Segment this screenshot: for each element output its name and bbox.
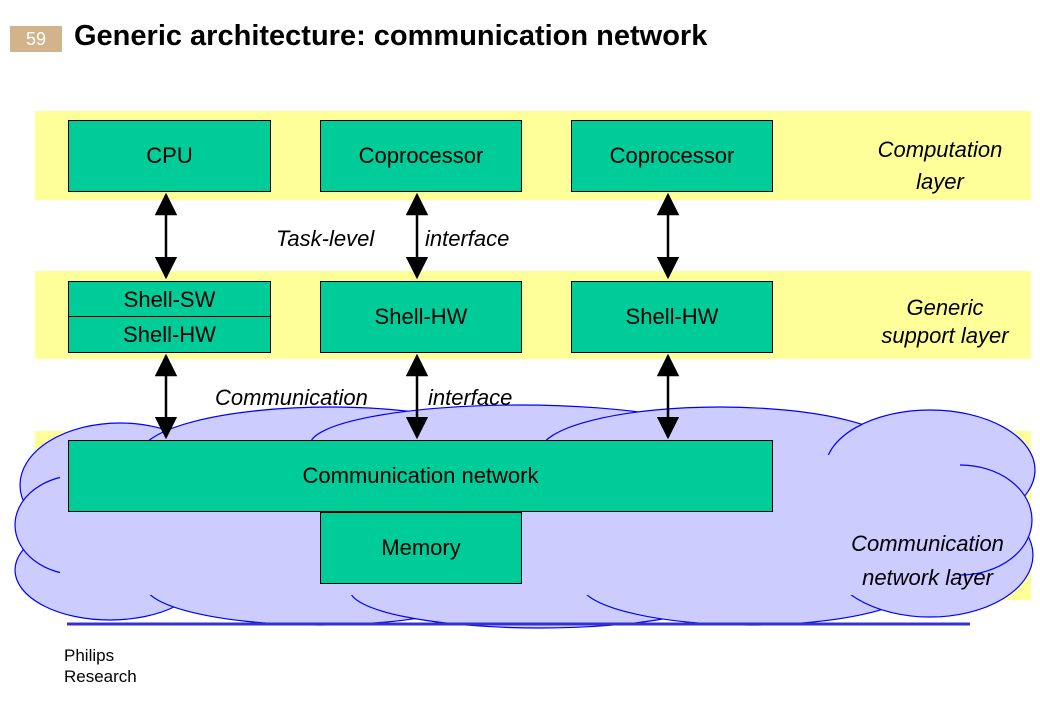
memory-box: Memory: [320, 512, 522, 584]
coprocessor-box-2: Coprocessor: [571, 120, 773, 192]
footer-line1: Philips: [64, 646, 115, 665]
task-interface-label: interface: [425, 226, 510, 251]
task-level-label: Task-level: [276, 226, 375, 251]
network-layer-label-line2: network layer: [862, 565, 993, 590]
shell-hw-box-mid: Shell-HW: [320, 281, 522, 353]
communication-network-box: Communication network: [68, 440, 773, 512]
footer-brand: Philips Research: [64, 645, 137, 687]
shell-hw-box-left: Shell-HW: [68, 316, 271, 353]
support-layer-label: Generic support layer: [850, 294, 1040, 350]
network-layer-label: Communication network layer: [825, 527, 1030, 595]
computation-layer-label: Computation layer: [850, 134, 1030, 198]
shell-sw-box: Shell-SW: [68, 281, 271, 318]
coprocessor-box-1: Coprocessor: [320, 120, 522, 192]
network-layer-label-line1: Communication: [851, 531, 1004, 556]
footer-line2: Research: [64, 667, 137, 686]
communication-interface-right-label: interface: [428, 385, 513, 410]
communication-interface-left-label: Communication: [215, 385, 368, 410]
slide-number: 59: [10, 26, 62, 52]
cpu-box: CPU: [68, 120, 271, 192]
computation-layer-label-line2: layer: [916, 169, 964, 194]
support-layer-label-line1: Generic: [906, 295, 984, 320]
shell-hw-box-right: Shell-HW: [571, 281, 773, 353]
slide-title: Generic architecture: communication netw…: [74, 20, 708, 52]
computation-layer-label-line1: Computation: [877, 137, 1003, 162]
support-layer-label-line2: support layer: [881, 323, 1009, 348]
